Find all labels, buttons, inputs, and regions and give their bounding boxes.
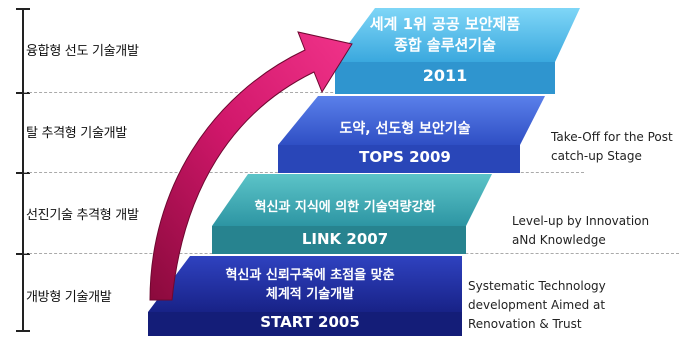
step-2005-shape bbox=[148, 256, 462, 312]
step-2009-line: 도약, 선도형 보안기술 bbox=[339, 121, 471, 137]
phase-divider bbox=[24, 92, 544, 93]
phase-label: 탈 추격형 기술개발 bbox=[26, 126, 127, 141]
step-2007-shape bbox=[212, 174, 492, 226]
timeline-axis bbox=[22, 8, 24, 331]
step-2009-shape bbox=[278, 96, 545, 145]
step-2007-year: LINK 2007 bbox=[301, 230, 389, 248]
step-2007-line: 혁신과 지식에 의한 기술역량강화 bbox=[254, 200, 436, 215]
step-2011-year: 2011 bbox=[422, 66, 468, 85]
note-levelup: Level-up by Innovation aNd Knowledge bbox=[512, 214, 650, 247]
timeline-tick bbox=[16, 8, 30, 10]
step-2011-shape bbox=[335, 8, 580, 62]
phase-label: 융합형 선도 기술개발 bbox=[26, 44, 139, 59]
step-2005-line: 혁신과 신뢰구축에 초점을 맞춘 bbox=[225, 268, 395, 283]
step-2009-year: TOPS 2009 bbox=[359, 148, 451, 166]
step-2005-year: START 2005 bbox=[260, 313, 360, 331]
growth-arrow-icon bbox=[149, 31, 353, 301]
step-2011-riser bbox=[335, 62, 555, 94]
note-takeoff: Take-Off for the Post catch-up Stage bbox=[551, 130, 673, 163]
phase-label: 개방형 기술개발 bbox=[26, 290, 112, 305]
timeline-tick bbox=[16, 330, 30, 332]
timeline-tick bbox=[16, 172, 30, 174]
timeline-tick bbox=[16, 253, 30, 255]
note-systematic: Systematic Technology development Aimed … bbox=[468, 279, 606, 331]
step-2005-riser bbox=[148, 312, 462, 336]
step-2007-riser bbox=[212, 226, 466, 254]
timeline-tick bbox=[16, 92, 30, 94]
step-2011-line: 종합 솔루션기술 bbox=[394, 36, 496, 54]
step-2011-line: 세계 1위 공공 보안제품 bbox=[369, 15, 521, 33]
phase-label: 선진기술 추격형 개발 bbox=[26, 208, 139, 223]
step-2005-line: 체계적 기술개발 bbox=[265, 287, 355, 302]
step-2009-riser bbox=[278, 145, 520, 173]
